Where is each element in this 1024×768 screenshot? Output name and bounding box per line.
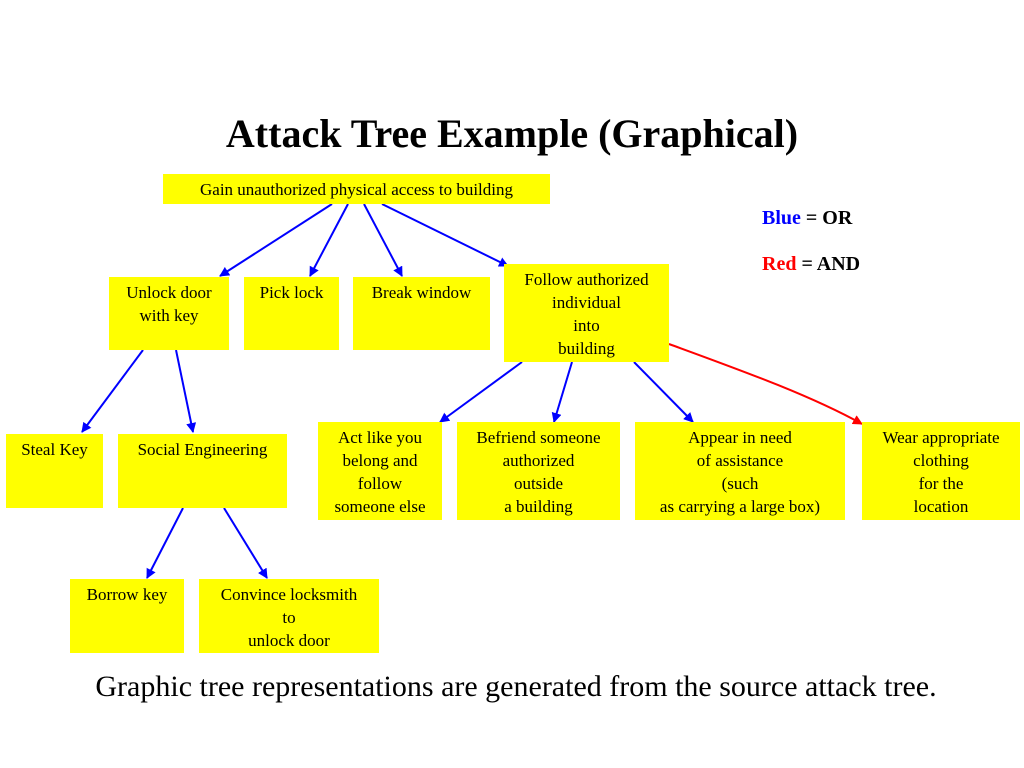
edge-follow-wear xyxy=(668,343,863,425)
node-follow-authorized: Follow authorized individual into buildi… xyxy=(504,264,669,362)
legend-and: Red = AND xyxy=(762,252,860,276)
legend-blue-label: Blue xyxy=(762,207,801,229)
edge-social-convince xyxy=(223,507,268,579)
legend-or-text: = OR xyxy=(800,207,853,229)
edge-root-follow xyxy=(381,203,509,267)
node-pick-lock: Pick lock xyxy=(244,277,339,350)
node-wear-appropriate-clothing: Wear appropriate clothing for the locati… xyxy=(862,422,1020,520)
page-title: Attack Tree Example (Graphical) xyxy=(225,111,799,156)
edge-root-unlock xyxy=(219,203,333,277)
node-unlock-door: Unlock door with key xyxy=(109,277,229,350)
node-act-like-you-belong: Act like you belong and follow someone e… xyxy=(318,422,442,520)
edge-unlock-social xyxy=(175,349,197,433)
edge-follow-actlike xyxy=(439,361,523,423)
node-steal-key: Steal Key xyxy=(6,434,103,508)
node-social-engineering: Social Engineering xyxy=(118,434,287,508)
edge-social-borrow xyxy=(146,507,184,579)
node-break-window: Break window xyxy=(353,277,490,350)
legend-red-label: Red xyxy=(762,253,797,275)
legend-and-text: = AND xyxy=(796,253,861,275)
node-appear-in-need: Appear in need of assistance (such as ca… xyxy=(635,422,845,520)
edge-root-picklock xyxy=(309,203,349,277)
node-befriend-someone: Befriend someone authorized outside a bu… xyxy=(457,422,620,520)
edge-follow-befriend xyxy=(551,361,573,423)
node-borrow-key: Borrow key xyxy=(70,579,184,653)
legend-or: Blue = OR xyxy=(762,206,852,230)
edge-unlock-stealkey xyxy=(81,349,144,433)
edge-root-breakwindow xyxy=(363,203,403,277)
node-root: Gain unauthorized physical access to bui… xyxy=(163,174,550,204)
node-convince-locksmith: Convince locksmith to unlock door xyxy=(199,579,379,653)
edge-follow-appear xyxy=(633,361,694,423)
caption: Graphic tree representations are generat… xyxy=(95,670,937,703)
